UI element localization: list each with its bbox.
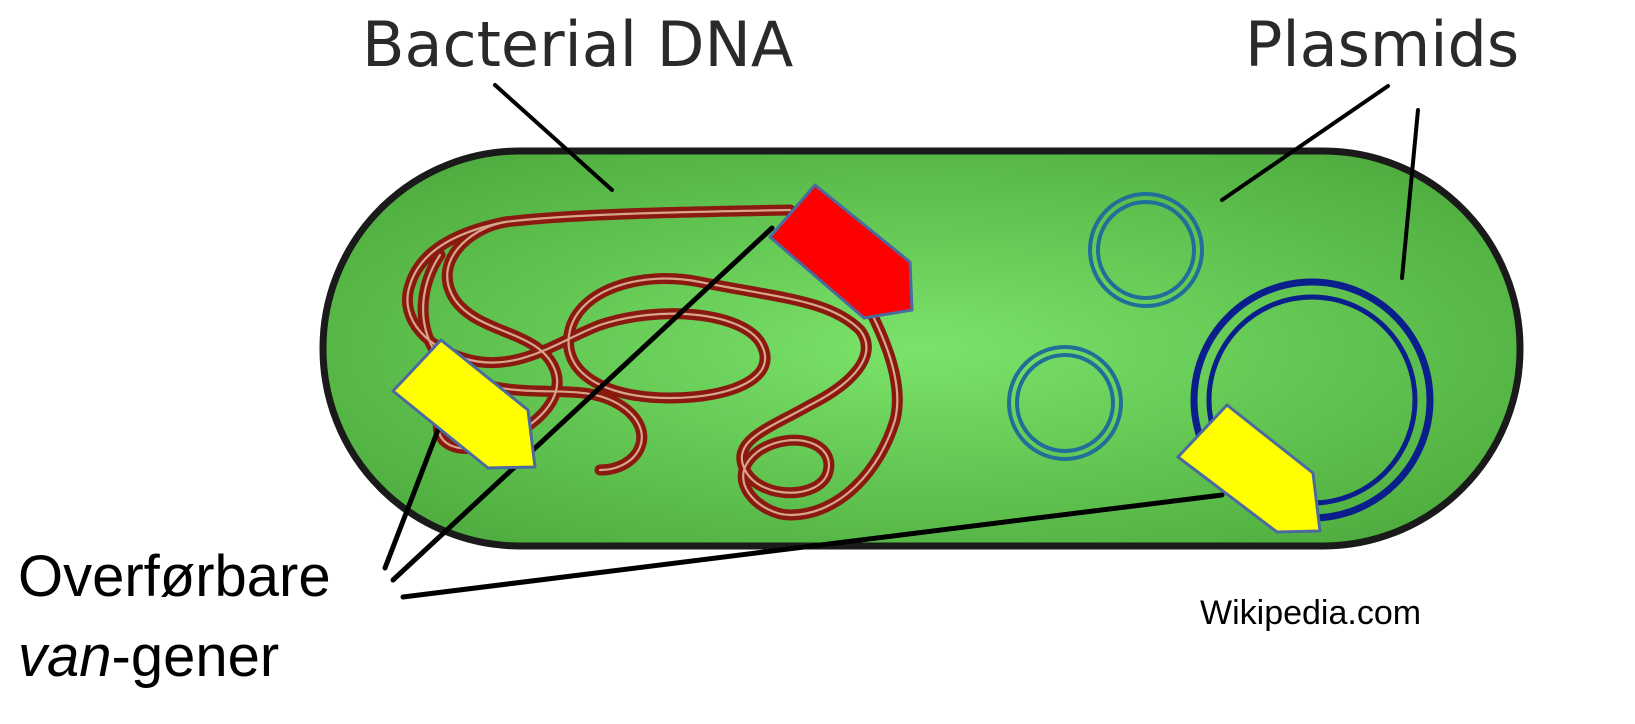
genes-suffix: -gener bbox=[112, 624, 280, 689]
van-gene-name: van bbox=[18, 624, 112, 689]
transferable-genes-label-line1: Overførbare bbox=[18, 548, 331, 606]
plasmids-label: Plasmids bbox=[1245, 14, 1519, 76]
transferable-genes-label-line2: van-gener bbox=[18, 628, 279, 686]
image-source-credit: Wikipedia.com bbox=[1200, 596, 1421, 630]
bacterial-cell-body bbox=[323, 151, 1520, 546]
bacterial-dna-label: Bacterial DNA bbox=[362, 14, 793, 76]
